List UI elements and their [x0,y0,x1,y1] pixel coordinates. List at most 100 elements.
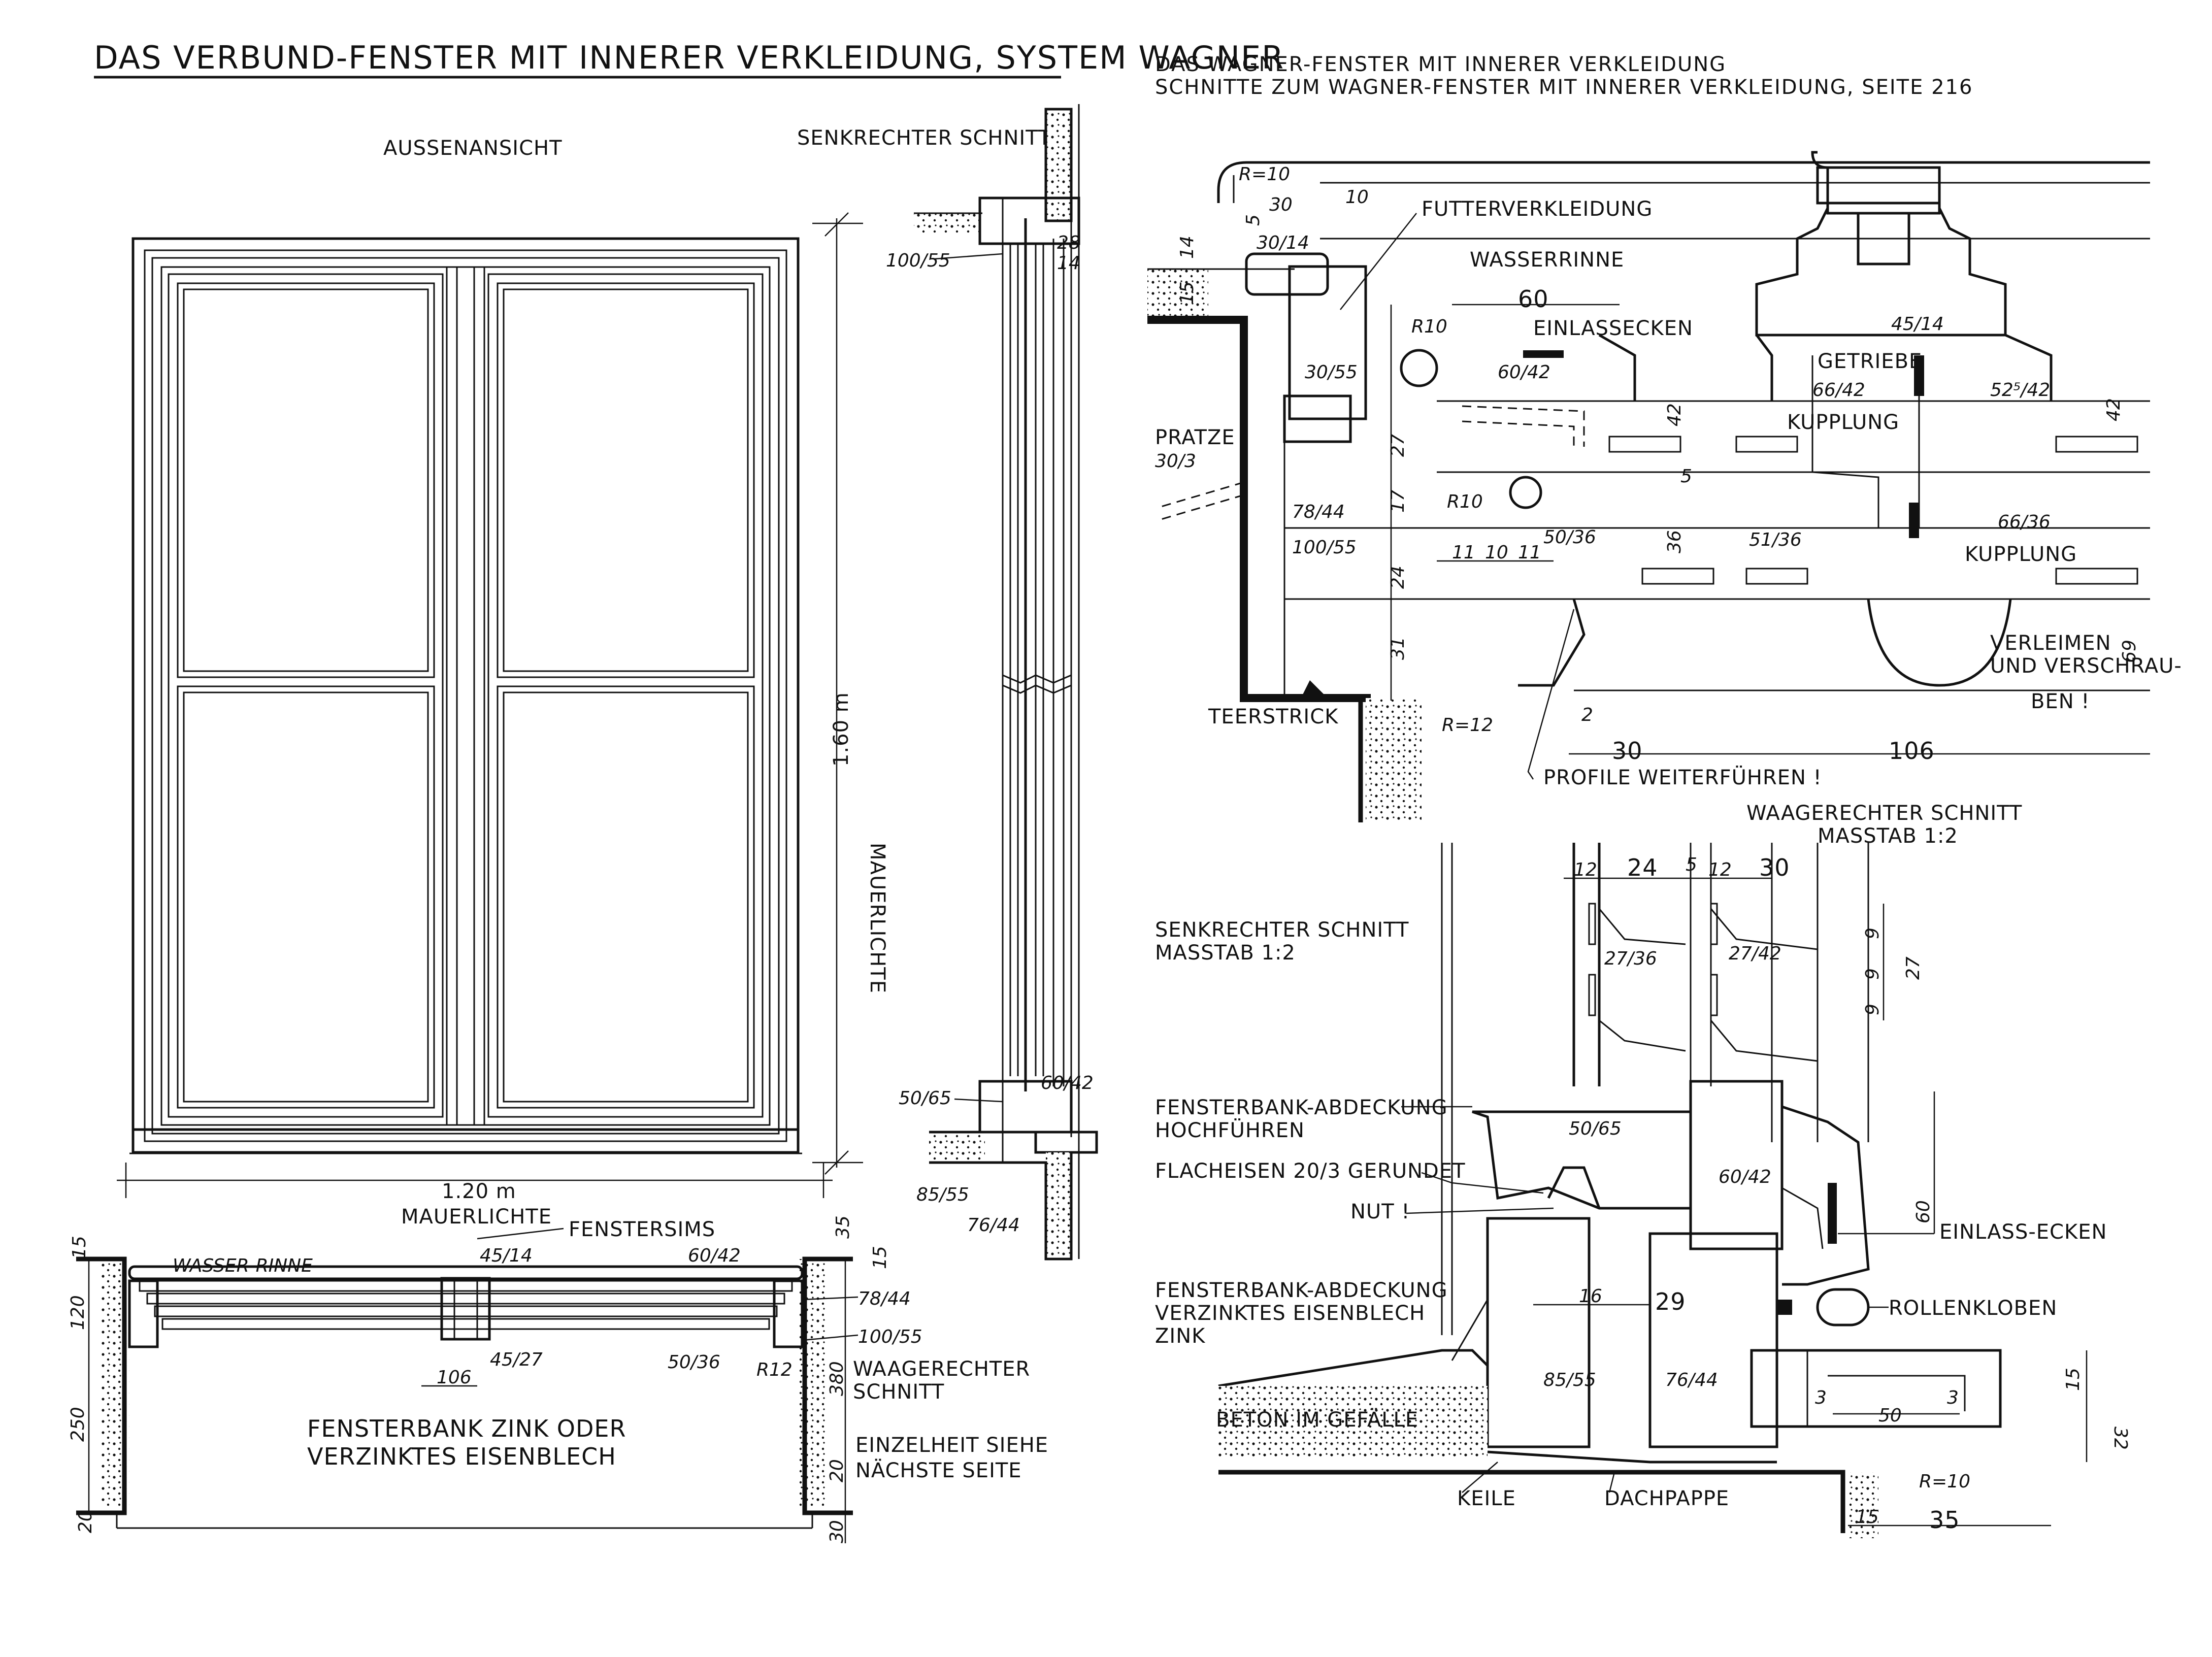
sec-28: 28 [1057,233,1080,253]
rt-d11a: 11 [1452,542,1475,563]
main-title: DAS VERBUND-FENSTER MIT INNERER VERKLEID… [94,39,1284,76]
plan-d250: 250 [68,1407,88,1442]
plan-d15a: 15 [69,1236,90,1259]
rb-d12b: 12 [1708,859,1732,880]
right-title-1: DAS WAGNER-FENSTER MIT INNERER VERKLEIDU… [1155,53,1726,76]
rt-d10: 10 [1345,187,1369,208]
einzelheit-line2: NÄCHSTE SEITE [855,1458,1022,1482]
senkrechter-schnitt-label: SENKRECHTER SCHNITT [797,126,1051,150]
rb-d60: 60 [1913,1200,1934,1223]
rb-d9c: 9 [1862,1004,1883,1015]
rt-r12: R=12 [1442,715,1493,736]
exterior-elevation [129,237,802,1154]
rt-30-14: 30/14 [1257,233,1309,253]
rt-d36: 36 [1664,530,1685,553]
rb-senk2: MASSTAB 1:2 [1155,941,1296,965]
rb-fb-zink2: VERZINKTES EISENBLECH [1155,1302,1425,1325]
rb-27-42: 27/42 [1729,943,1781,964]
rt-60-42: 60/42 [1498,362,1550,383]
rb-r10: R=10 [1919,1471,1970,1492]
rb-d3a: 3 [1815,1387,1827,1408]
rb-rollenkloben: ROLLENKLOBEN [1889,1297,2057,1320]
rb-fb-hoch2: HOCHFÜHREN [1155,1118,1305,1142]
rt-pratze: PRATZE [1155,426,1235,449]
plan-d120: 120 [68,1295,88,1330]
rb-waag2: MASSTAB 1:2 [1818,824,1958,848]
rb-d12a: 12 [1574,859,1597,880]
rb-fb-zink3: ZINK [1155,1324,1206,1348]
plan-schnitt: SCHNITT [853,1380,944,1404]
rt-45-14: 45/14 [1891,314,1944,335]
sec-14: 14 [1057,253,1080,274]
rb-27-36: 27/36 [1604,948,1657,969]
plan-45-27: 45/27 [490,1349,543,1370]
rb-d16: 16 [1579,1286,1602,1307]
rt-52-42: 52⁵/42 [1990,380,2050,401]
einzelheit-line1: EINZELHEIT SIEHE [855,1434,1048,1457]
plan-d30: 30 [827,1520,847,1543]
plan-d35: 35 [833,1215,853,1239]
plan-wasser-rinne: WASSER-RINNE [173,1255,313,1276]
rb-d3b: 3 [1947,1387,1959,1408]
rb-d35: 35 [1929,1506,1960,1534]
rt-futterverkleidung: FUTTERVERKLEIDUNG [1422,197,1653,221]
rb-d29: 29 [1655,1288,1686,1315]
width-value: 1.20 m [442,1180,516,1203]
rt-kupplung2: KUPPLUNG [1965,543,2077,566]
rb-nut: NUT ! [1350,1200,1410,1223]
rb-85-55: 85/55 [1543,1370,1596,1390]
rt-wasserrinne: WASSERRINNE [1470,248,1624,272]
width-label: MAUERLICHTE [401,1205,552,1229]
rb-60-42: 60/42 [1719,1167,1771,1187]
rb-d30: 30 [1759,854,1790,881]
rt-d69: 69 [2118,640,2138,663]
rt-r10c: R10 [1447,491,1483,512]
rt-r10: R=10 [1239,164,1290,185]
vertical-section: 100/55 28 14 50/65 60/42 85/55 76/44 [886,108,1098,1261]
sec-100-55: 100/55 [886,250,950,271]
plan-60-42: 60/42 [688,1245,741,1266]
rb-beton: BETON IM GEFÄLLE [1216,1407,1418,1432]
height-dimension: 1.60 m MAUERLICHTE [812,212,889,1175]
rb-d32: 32 [2110,1427,2131,1450]
rt-d15: 15 [1177,281,1198,305]
sec-76-44: 76/44 [967,1215,1020,1236]
plan-d15b: 15 [870,1246,890,1269]
rt-30-55: 30/55 [1305,362,1358,383]
rb-d15: 15 [2063,1368,2084,1391]
width-dimension: 1.20 m MAUERLICHTE [117,1163,833,1229]
rt-verleimen2: UND VERSCHRAU- [1990,654,2182,678]
height-value: 1.60 m [830,692,853,767]
rb-d50: 50 [1878,1405,1902,1426]
rb-dachpappe: DACHPAPPE [1604,1487,1729,1510]
left-panel: DAS VERBUND-FENSTER MIT INNERER VERKLEID… [68,39,1284,1543]
plan-50-36: 50/36 [668,1352,720,1373]
rt-teerstrick: TEERSTRICK [1208,705,1339,728]
rt-66-42: 66/42 [1812,380,1865,401]
height-label: MAUERLICHTE [866,843,889,993]
rt-d42a: 42 [1664,403,1685,426]
right-title-2: SCHNITTE ZUM WAGNER-FENSTER MIT INNERER … [1155,76,1973,99]
rb-fb-hoch1: FENSTERBANK-ABDECKUNG [1155,1096,1448,1119]
rt-getriebe: GETRIEBE [1818,350,1922,373]
rt-d14: 14 [1177,236,1198,259]
plan-d20a: 20 [75,1510,96,1533]
plan-fenstersims: FENSTERSIMS [569,1218,715,1241]
rt-einlassecken: EINLASSECKEN [1533,317,1693,340]
rt-d24: 24 [1388,566,1408,589]
rt-d5: 5 [1243,214,1264,226]
sec-85-55: 85/55 [916,1184,969,1205]
rb-waag1: WAAGERECHTER SCHNITT [1746,802,2022,825]
rb-d9b: 9 [1862,968,1883,980]
plan-45-14: 45/14 [480,1245,533,1266]
right-bottom-panel: WAAGERECHTER SCHNITT MASSTAB 1:2 SENKREC… [1155,802,2131,1538]
rt-verleimen1: VERLEIMEN [1990,632,2111,655]
plan-d20b: 20 [827,1459,847,1482]
rb-senk1: SENKRECHTER SCHNITT [1155,918,1409,942]
fensterbank-line2: VERZINKTES EISENBLECH [307,1443,616,1470]
aussenansicht-label: AUSSENANSICHT [383,137,563,160]
sec-50-65: 50/65 [899,1088,951,1109]
rb-d5: 5 [1686,854,1697,875]
rb-keile: KEILE [1457,1487,1516,1510]
